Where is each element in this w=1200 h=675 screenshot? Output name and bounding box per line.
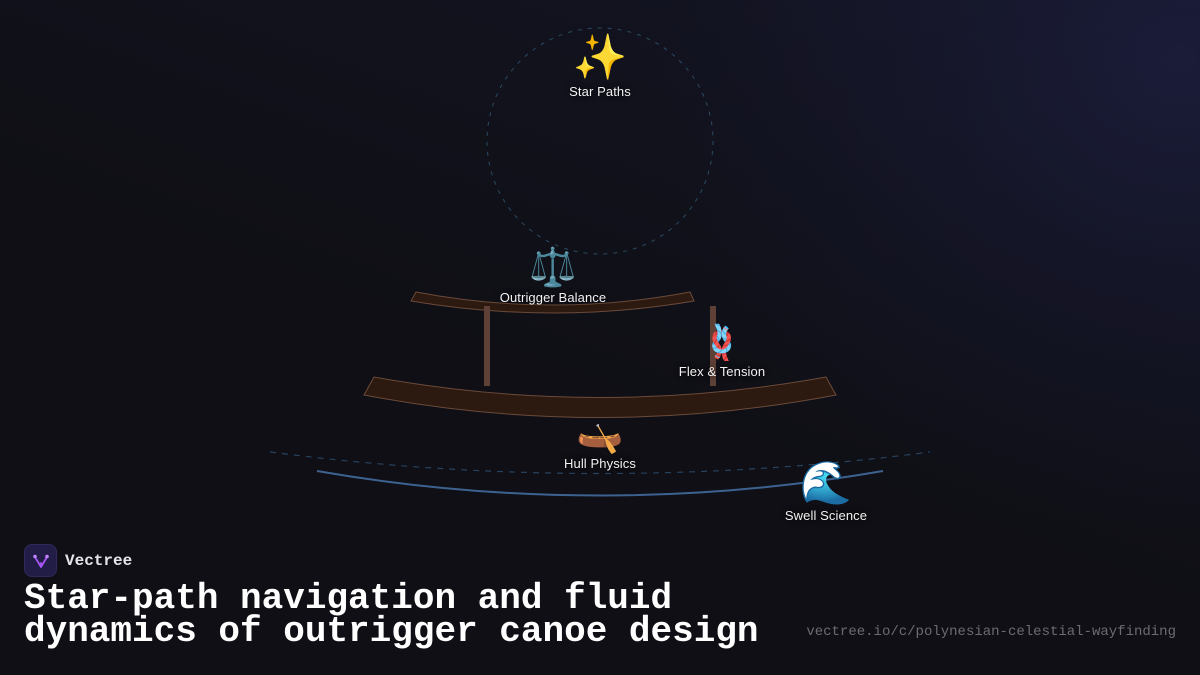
water-surface-dashed <box>269 451 931 475</box>
source-url[interactable]: vectree.io/c/polynesian-celestial-wayfin… <box>806 624 1176 640</box>
brand-name: Vectree <box>65 551 133 570</box>
node-label: Star Paths <box>569 84 631 99</box>
node-label: Outrigger Balance <box>499 290 607 305</box>
node-label: Flex & Tension <box>678 364 766 379</box>
node-label: Hull Physics <box>564 456 636 471</box>
title-line-1: Star-path navigation and fluid <box>24 578 673 619</box>
wave-icon: 🌊 <box>799 458 853 507</box>
canoe-icon: 🛶 <box>576 411 624 455</box>
node-star-paths[interactable]: ✨ Star Paths <box>569 32 631 100</box>
node-flex-tension[interactable]: 🪢 Flex & Tension <box>679 326 765 379</box>
balance-scale-icon: ⚖️ <box>529 245 577 289</box>
sparkles-icon: ✨ <box>572 32 628 83</box>
tree-branch-icon <box>32 554 49 568</box>
water-line <box>316 470 884 497</box>
page-title: Star-path navigation and fluid dynamics … <box>24 578 759 652</box>
node-outrigger-balance[interactable]: ⚖️ Outrigger Balance <box>500 248 606 305</box>
brand[interactable]: Vectree <box>24 544 132 577</box>
title-line-2: dynamics of outrigger canoe design <box>24 611 759 652</box>
node-hull-physics[interactable]: 🛶 Hull Physics <box>564 414 636 471</box>
main-hull <box>363 376 837 418</box>
knot-icon: 🪢 <box>700 323 744 363</box>
star-path-ring <box>486 27 714 255</box>
node-swell-science[interactable]: 🌊 Swell Science <box>784 458 868 524</box>
node-label: Swell Science <box>784 508 868 523</box>
vectree-logo-icon <box>24 544 57 577</box>
strut-right <box>710 306 716 386</box>
strut-left <box>484 306 490 386</box>
